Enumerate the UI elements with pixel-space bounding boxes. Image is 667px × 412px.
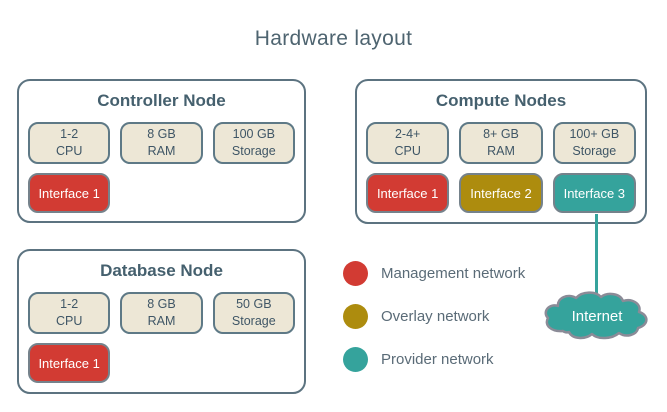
interface-row: Interface 1 Interface 2 Interface 3 (366, 173, 636, 213)
legend-label: Overlay network (381, 307, 490, 325)
spec-line1: 2-4+ (394, 127, 421, 142)
legend-item-overlay: Overlay network (343, 303, 525, 329)
spec-row: 1-2 CPU 8 GB RAM 50 GB Storage (28, 292, 295, 334)
database-node-box: Database Node 1-2 CPU 8 GB RAM 50 GB Sto… (17, 249, 306, 394)
spec-line2: RAM (147, 144, 176, 158)
interface-1-box: Interface 1 (28, 343, 111, 383)
legend: Management network Overlay network Provi… (343, 260, 525, 389)
controller-node-box: Controller Node 1-2 CPU 8 GB RAM 100 GB … (17, 79, 306, 223)
overlay-network-swatch-icon (343, 303, 368, 329)
spec-line2: CPU (394, 144, 421, 158)
cloud-icon: Internet (544, 291, 648, 340)
spec-line1: 100 GB (232, 127, 276, 142)
legend-label: Management network (381, 264, 526, 282)
interface-3-box: Interface 3 (552, 173, 636, 213)
spec-line2: RAM (147, 314, 176, 328)
internet-label: Internet (572, 308, 624, 325)
spec-line2: Storage (572, 144, 617, 158)
management-network-swatch-icon (343, 260, 368, 286)
spec-line1: 8 GB (147, 297, 176, 312)
spec-line1: 1-2 (60, 127, 79, 142)
spec-line1: 1-2 (60, 297, 79, 312)
spec-row: 2-4+ CPU 8+ GB RAM 100+ GB Storage (366, 122, 636, 164)
interface-1-box: Interface 1 (28, 173, 111, 213)
spec-box-storage: 100+ GB Storage (552, 122, 636, 164)
legend-item-provider: Provider network (343, 346, 525, 372)
spec-row: 1-2 CPU 8 GB RAM 100 GB Storage (28, 122, 295, 164)
legend-label: Provider network (381, 350, 494, 368)
spec-box-cpu: 1-2 CPU (28, 292, 111, 334)
spec-box-storage: 100 GB Storage (212, 122, 295, 164)
node-title: Database Node (100, 261, 223, 280)
spec-box-cpu: 1-2 CPU (28, 122, 111, 164)
spec-line2: CPU (55, 314, 83, 328)
interface-2-box: Interface 2 (459, 173, 543, 213)
interface-row: Interface 1 (28, 173, 295, 213)
diagram-title: Hardware layout (254, 27, 413, 50)
legend-item-management: Management network (343, 260, 525, 286)
compute-nodes-box: Compute Nodes 2-4+ CPU 8+ GB RAM 100+ GB… (355, 79, 647, 224)
spec-line1: 8+ GB (483, 127, 519, 142)
provider-network-line (595, 214, 598, 298)
spec-line2: Storage (231, 314, 276, 328)
spec-box-ram: 8+ GB RAM (459, 122, 543, 164)
interface-1-box: Interface 1 (366, 173, 450, 213)
spec-box-cpu: 2-4+ CPU (366, 122, 450, 164)
spec-line1: 8 GB (147, 127, 176, 142)
spec-box-storage: 50 GB Storage (212, 292, 295, 334)
spec-line1: 50 GB (236, 297, 272, 312)
spec-box-ram: 8 GB RAM (120, 122, 203, 164)
internet-cloud: Internet (541, 291, 653, 341)
spec-line2: Storage (231, 144, 276, 158)
spec-line1: 100+ GB (569, 127, 620, 142)
spec-line2: RAM (487, 144, 515, 158)
interface-row: Interface 1 (28, 343, 295, 383)
spec-box-ram: 8 GB RAM (120, 292, 203, 334)
node-title: Controller Node (97, 91, 226, 110)
node-title: Compute Nodes (435, 91, 567, 110)
spec-line2: CPU (55, 144, 83, 158)
provider-network-swatch-icon (343, 346, 368, 372)
